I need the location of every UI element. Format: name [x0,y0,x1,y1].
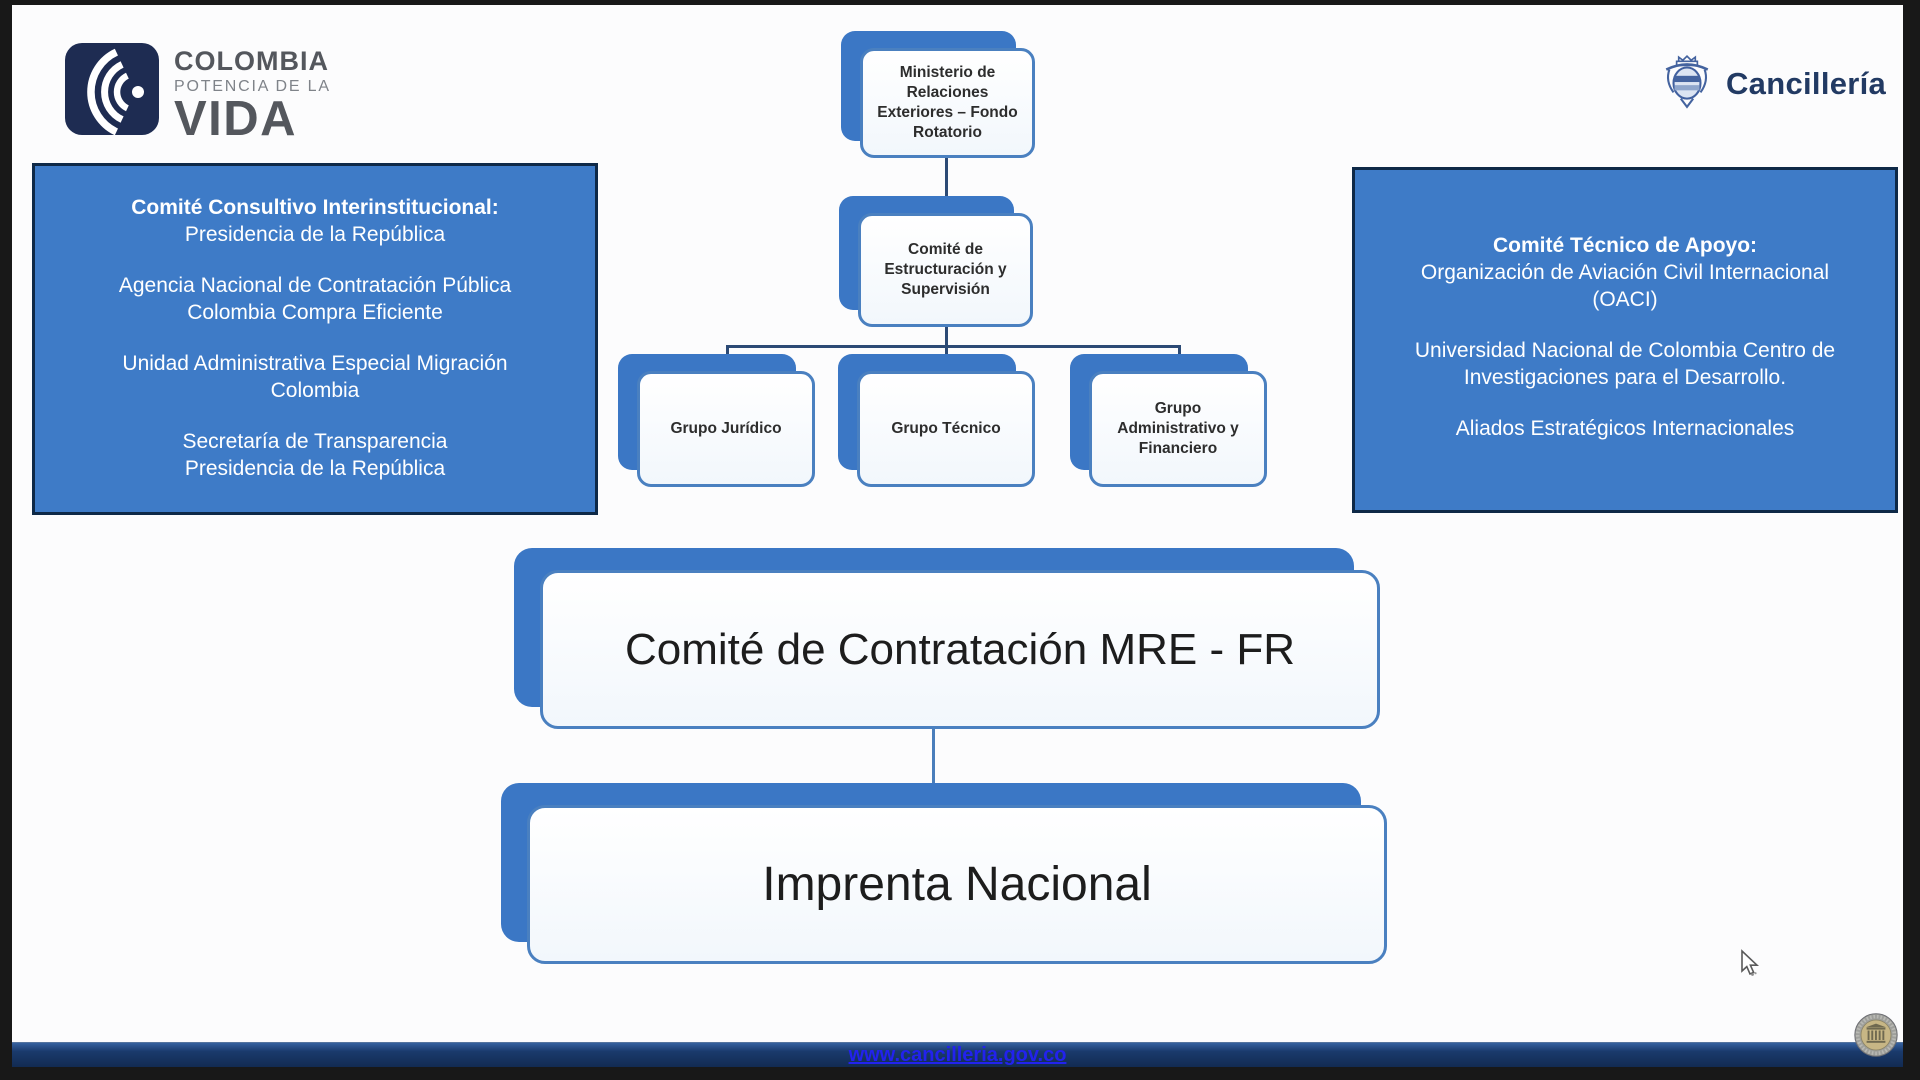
panel-item: Organización de Aviación Civil Internaci… [1420,261,1830,311]
brand-line-2: POTENCIA DE LA [174,78,331,95]
right-panel-title: Comité Técnico de Apoyo: [1492,234,1758,257]
left-committee-panel: Comité Consultivo Interinstitucional: Pr… [32,163,598,515]
presentation-slide: COLOMBIA POTENCIA DE LA VIDA Cancillería… [12,5,1903,1067]
node-grupo-tecnico: Grupo Técnico [838,354,1035,487]
right-committee-panel: Comité Técnico de Apoyo: Organización de… [1352,167,1898,513]
coat-of-arms-icon [1662,53,1712,114]
node-face: Comité de Contratación MRE - FR [540,570,1380,729]
node-grupo-juridico: Grupo Jurídico [618,354,815,487]
node-label: Grupo Jurídico [670,420,782,437]
node-label: Imprenta Nacional [762,857,1152,911]
node-face: Grupo Jurídico [637,371,815,487]
mouse-cursor-icon [1736,947,1762,981]
panel-item: Presidencia de la República [184,223,446,246]
connector-line [932,729,935,807]
footer-bar: www.cancilleria.gov.co [12,1042,1903,1067]
brand-line-1: COLOMBIA [174,46,329,76]
panel-item: Unidad Administrativa Especial Migración… [122,352,508,402]
colombia-brand-text: COLOMBIA POTENCIA DE LA VIDA [174,43,331,146]
connector-line [945,158,948,213]
brand-line-3: VIDA [174,92,298,146]
ministry-seal-icon [1854,1013,1898,1057]
node-face: Grupo Técnico [857,371,1035,487]
node-label: Comité de Contratación MRE - FR [625,624,1295,674]
footer-link[interactable]: www.cancilleria.gov.co [848,1043,1067,1066]
panel-item: Agencia Nacional de Contratación Pública… [118,274,512,324]
cancilleria-logo: Cancillería [1662,53,1886,114]
node-label: Grupo Técnico [891,420,1001,437]
connector-line [945,327,948,347]
colombia-wave-icon [65,43,159,140]
colombia-brand-logo: COLOMBIA POTENCIA DE LA VIDA [65,43,331,146]
panel-item: Universidad Nacional de Colombia Centro … [1414,339,1836,389]
left-panel-title: Comité Consultivo Interinstitucional: [131,196,499,219]
panel-item: Aliados Estratégicos Internacionales [1455,417,1795,440]
connector-line [726,345,1181,348]
node-comite-contratacion: Comité de Contratación MRE - FR [514,548,1380,729]
node-imprenta-nacional: Imprenta Nacional [501,783,1387,964]
cancilleria-wordmark: Cancillería [1726,65,1887,101]
node-face: Imprenta Nacional [527,805,1387,964]
